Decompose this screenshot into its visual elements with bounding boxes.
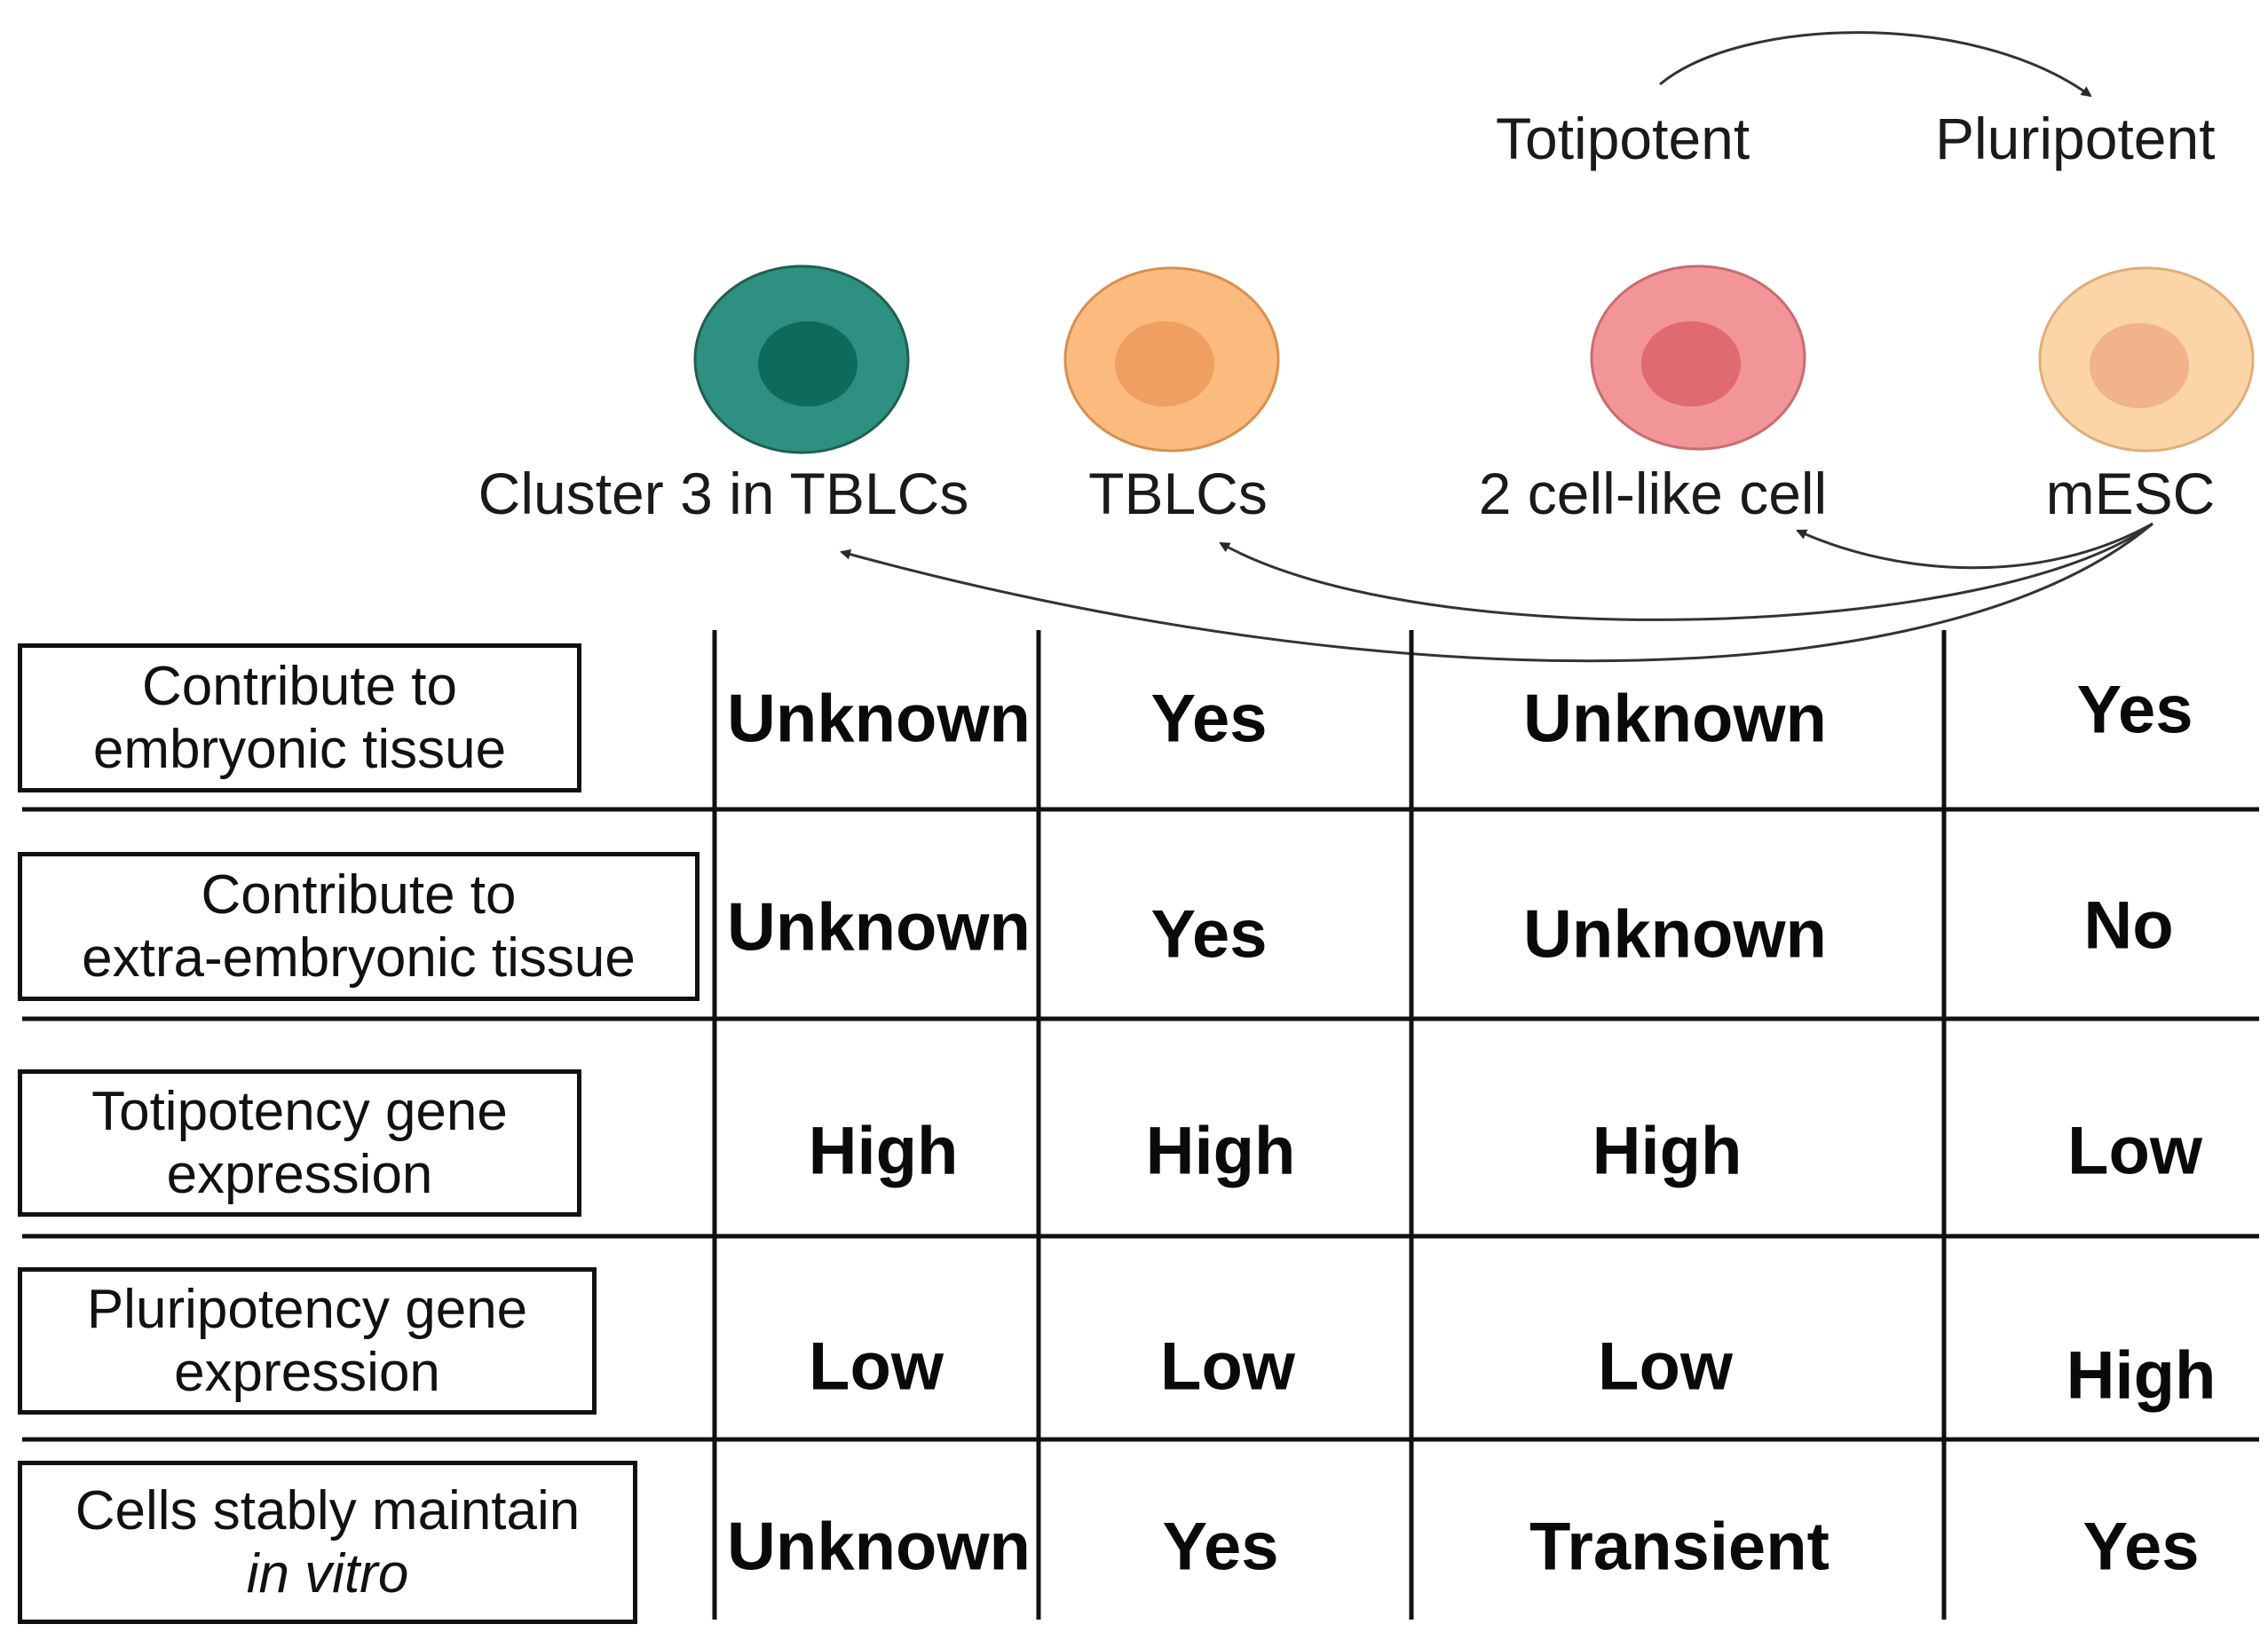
value-cell: No: [2083, 887, 2174, 964]
cell-2c-like: [1590, 264, 1806, 451]
value-cell: Unknown: [1523, 896, 1827, 973]
row-header-pluripotency: Pluripotency gene expression: [18, 1267, 597, 1415]
value-cell: Yes: [1150, 681, 1268, 757]
cell-cluster3: [693, 264, 910, 454]
row-header-line: expression: [174, 1342, 440, 1403]
value-cell: Unknown: [727, 681, 1031, 757]
arrow-mesc-to-2c: [1796, 522, 2153, 570]
value-cell: High: [1145, 1113, 1296, 1189]
totipotent-label: Totipotent: [1496, 106, 1750, 171]
value-cell: Unknown: [1523, 681, 1827, 757]
arrow-mesc-to-cluster3: [840, 522, 2153, 663]
value-cell: Yes: [2082, 1509, 2200, 1585]
value-cell: Transient: [1529, 1509, 1829, 1585]
cell-label-cluster3: Cluster 3 in TBLCs: [478, 461, 969, 526]
potency-arrow: [1659, 31, 2092, 98]
pluripotent-label: Pluripotent: [1935, 106, 2216, 171]
value-cell: High: [808, 1113, 959, 1189]
row-header-extra-embryonic: Contribute to extra-embryonic tissue: [18, 852, 699, 1001]
arrow-mesc-to-tblcs: [1219, 522, 2153, 621]
row-header-line: expression: [166, 1144, 433, 1205]
row-header-line: Contribute to: [142, 655, 457, 717]
value-cell: Low: [809, 1328, 944, 1405]
row-header-line: Cells stably maintain: [75, 1479, 581, 1541]
value-cell: High: [2066, 1337, 2217, 1414]
row-header-embryonic: Contribute to embryonic tissue: [18, 643, 581, 792]
value-cell: Unknown: [727, 1509, 1031, 1585]
row-header-line: Totipotency gene: [91, 1080, 508, 1142]
row-header-line: in vitro: [246, 1543, 409, 1604]
row-header-line: Contribute to: [201, 863, 517, 926]
cell-label-tblcs: TBLCs: [1088, 461, 1268, 526]
value-cell: Yes: [1162, 1509, 1279, 1585]
row-header-line: Pluripotency gene: [86, 1278, 528, 1340]
row-header-stable-in-vitro: Cells stably maintain in vitro: [18, 1461, 637, 1624]
value-cell: Unknown: [727, 889, 1031, 966]
value-cell: High: [1592, 1113, 1742, 1189]
value-cell: Yes: [1150, 896, 1268, 973]
value-cell: Low: [1160, 1328, 1295, 1405]
cell-label-mesc: mESC: [2045, 461, 2216, 526]
value-cell: Yes: [2076, 672, 2193, 748]
row-header-line: extra-embryonic tissue: [82, 927, 636, 989]
cell-mesc: [2038, 266, 2255, 453]
cell-label-2c-like: 2 cell-like cell: [1478, 461, 1828, 526]
value-cell: Low: [1598, 1328, 1733, 1405]
row-header-totipotency: Totipotency gene expression: [18, 1069, 581, 1217]
row-header-line: embryonic tissue: [92, 719, 507, 780]
value-cell: Low: [2067, 1113, 2202, 1189]
cell-tblcs: [1063, 266, 1280, 453]
